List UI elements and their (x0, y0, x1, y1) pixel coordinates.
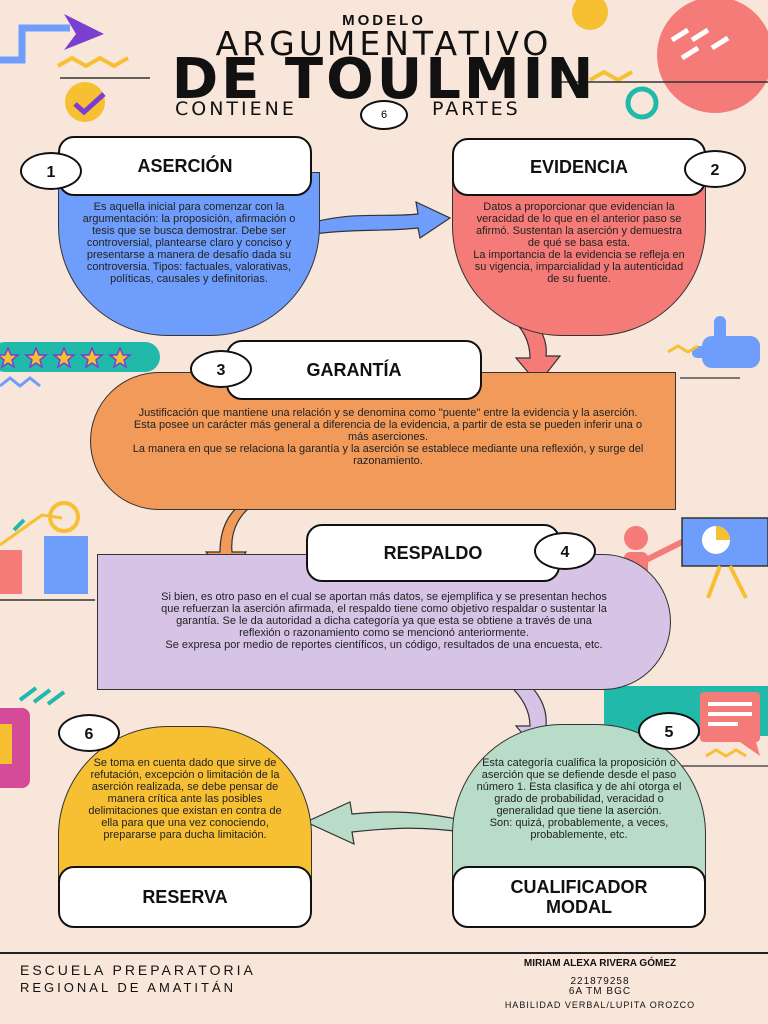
evidencia-card: Datos a proporcionar que evidencian la v… (452, 172, 706, 336)
student-group: 6A TM BGC (568, 986, 632, 997)
header-argumentativo: ARGUMENTATIVO (215, 24, 553, 63)
evidencia-number: 2 (684, 150, 746, 188)
respaldo-title: RESPALDO (306, 524, 560, 582)
evidencia-title: EVIDENCIA (452, 138, 706, 196)
evidencia-text-1: Datos a proporcionar que evidencian la v… (475, 201, 683, 249)
school-name-line-2: REGIONAL DE AMATITÁN (20, 980, 237, 995)
asercion-number: 1 (20, 152, 82, 190)
check-circle-icon (65, 82, 105, 122)
cualificador-text-1: Esta categoría cualifica la proposición … (476, 757, 682, 817)
garantia-title: GARANTÍA (226, 340, 482, 400)
asercion-card: Es aquella inicial para comenzar con la … (58, 172, 320, 336)
respaldo-card: Si bien, es otro paso en el cual se apor… (97, 554, 671, 690)
subject-teacher: HABILIDAD VERBAL/LUPITA OROZCO (504, 1000, 696, 1010)
arrow-1-to-2 (299, 200, 452, 239)
rating-bar-decoration (0, 342, 160, 372)
header-modelo: MODELO (342, 12, 426, 29)
zigzag-decoration (57, 55, 129, 69)
asercion-title: ASERCIÓN (58, 136, 312, 196)
pink-circle-decoration (657, 0, 768, 113)
school-name-line-1: ESCUELA PREPARATORIA (20, 962, 256, 978)
student-id: 221879258 (570, 976, 630, 987)
reserva-text: Se toma en cuenta dado que sirve de refu… (88, 757, 282, 841)
triangle-arrow-icon (64, 14, 104, 50)
reserva-title: RESERVA (58, 866, 312, 928)
footer-divider (0, 952, 768, 954)
evidencia-text-2: La importancia de la evidencia se reflej… (473, 249, 685, 285)
arrow-line-decoration (0, 24, 70, 64)
respaldo-text-1: Si bien, es otro paso en el cual se apor… (161, 591, 607, 639)
header-contiene: CONTIENE (175, 98, 297, 120)
respaldo-number: 4 (534, 532, 596, 570)
garantia-text-1: Justificación que mantiene una relación … (133, 407, 643, 443)
header-partes: PARTES (432, 98, 521, 120)
cualificador-text-2: Son: quizá, probablemente, a veces, prob… (489, 817, 669, 841)
author-name: MIRIAM ALEXA RIVERA GÓMEZ (523, 958, 677, 969)
cualificador-title: CUALIFICADOR MODAL (452, 866, 706, 928)
reserva-number: 6 (58, 714, 120, 752)
respaldo-text-2: Se expresa por medio de reportes científ… (165, 639, 603, 651)
garantia-number: 3 (190, 350, 252, 388)
bar-chart-decoration (0, 501, 95, 601)
arrow-5-to-6 (304, 801, 463, 846)
cualificador-number: 5 (638, 712, 700, 750)
parts-count-badge: 6 (360, 100, 408, 130)
pointing-hand-icon (692, 316, 760, 368)
asercion-text: Es aquella inicial para comenzar con la … (82, 201, 296, 285)
garantia-text-2: La manera en que se relaciona la garantí… (132, 443, 644, 467)
